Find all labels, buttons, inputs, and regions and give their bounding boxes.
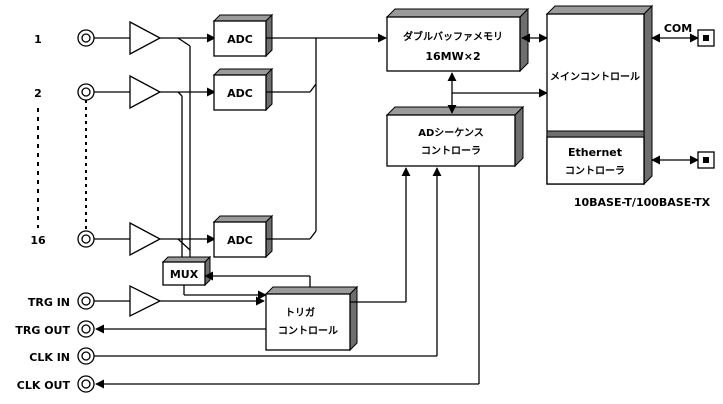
channel-1-connector-icon [77, 29, 95, 47]
adc-ch16-block: ADC [212, 214, 274, 259]
amplifier-ch16-icon [129, 221, 162, 257]
trigger-controller-block: トリガ コントロール [264, 285, 359, 352]
mux-label: MUX [170, 268, 199, 281]
adc-ch1-block: ADC [212, 13, 274, 58]
main-controller-block: メインコントロール Ethernet コントローラ [545, 4, 654, 186]
clk-out-connector-icon [77, 375, 95, 393]
channel-2-label: 2 [34, 87, 42, 100]
ethernet-subtitle: コントローラ [565, 165, 625, 177]
channel-1-label: 1 [34, 33, 42, 46]
trg-in-connector-icon [77, 292, 95, 310]
adc-ch1-label: ADC [227, 33, 253, 46]
trg-out-label: TRG OUT [15, 324, 70, 337]
ad-sequence-controller-block: ADシーケンス コントローラ [385, 105, 525, 168]
sequence-subtitle: コントローラ [421, 145, 481, 157]
buffer-size: 16MW×2 [425, 50, 480, 63]
channel-2-connector-icon [77, 83, 95, 101]
double-buffer-memory-block: ダブルバッファメモリ 16MW×2 [385, 7, 530, 73]
channel-16-connector-icon [77, 230, 95, 248]
clk-out-label: CLK OUT [17, 379, 71, 392]
ethernet-port-icon [697, 151, 715, 169]
amplifier-ch2-icon [129, 74, 162, 110]
trg-in-label: TRG IN [28, 296, 70, 309]
clk-in-label: CLK IN [29, 351, 70, 364]
trg-out-connector-icon [77, 320, 95, 338]
sequence-title: ADシーケンス [418, 127, 484, 139]
trigger-title: トリガ [285, 306, 315, 319]
ethernet-standard-label: 10BASE-T/100BASE-TX [574, 196, 711, 209]
trigger-subtitle: コントロール [278, 325, 338, 337]
ethernet-controller-block [546, 136, 645, 185]
adc-ch2-label: ADC [227, 87, 253, 100]
adc-ch2-block: ADC [212, 67, 274, 112]
buffer-title: ダブルバッファメモリ [403, 30, 503, 43]
amplifier-trg-icon [129, 284, 162, 318]
amplifier-ch1-icon [129, 20, 162, 56]
channel-16-label: 16 [30, 234, 46, 247]
mux-block: MUX [161, 255, 212, 287]
adc-ch16-label: ADC [227, 234, 253, 247]
ethernet-title: Ethernet [568, 146, 622, 159]
main-controller-label: メインコントロール [550, 71, 640, 83]
clk-in-connector-icon [77, 347, 95, 365]
com-port-icon [697, 29, 715, 47]
com-label: COM [664, 22, 692, 35]
